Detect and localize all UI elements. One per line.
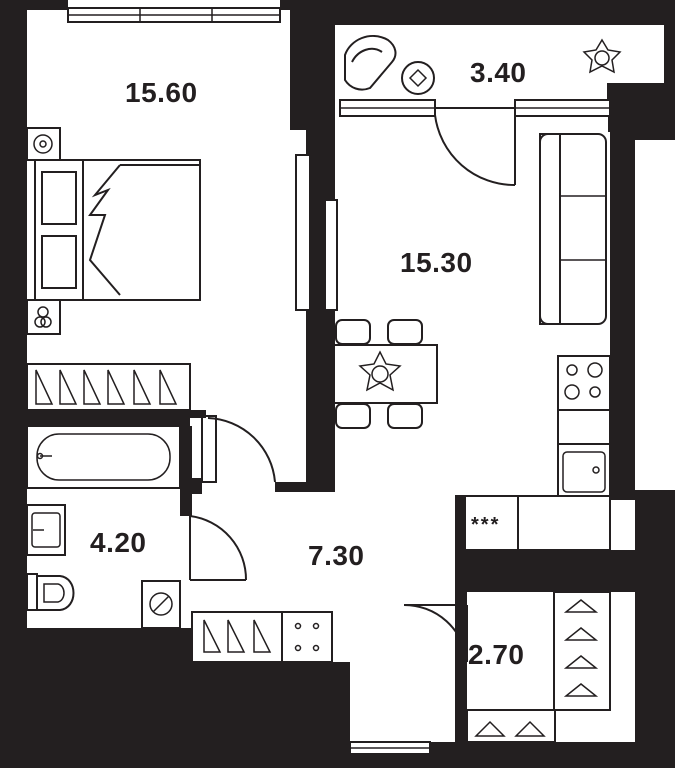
room-area-hallway: 7.30 [308,540,365,571]
washbasin-icon [26,504,66,556]
room-area-wardrobe: 2.70 [468,639,525,670]
storage-cabinet [464,495,611,551]
bathroom-door [189,515,248,581]
bathroom: 4.20 [26,425,248,629]
plant-icon [26,127,61,161]
living-kitchen: 15.30 [324,133,611,551]
stove-icon [564,362,603,400]
toilet-icon [26,573,75,611]
hanger-rack-bottom-icon [466,709,556,743]
wardrobe-door [403,603,468,663]
windows [67,7,666,755]
bedroom: 15.60 [26,77,201,411]
balcony: 3.40 [344,35,622,187]
storage-mark: *** [471,514,500,536]
kitchen-counter [557,355,611,497]
room-area-bathroom: 4.20 [90,527,147,558]
sink-icon [562,451,606,493]
bathtub-icon [26,425,181,489]
dining-table-icon [324,319,438,429]
lamp-icon [26,299,61,335]
bed-icon [34,159,201,301]
sofa-icon [539,133,607,325]
flower-icon [582,38,622,74]
closet-icon [26,363,191,411]
hallway-closet-icon [191,611,333,663]
hallway: 7.30 [191,540,365,663]
bedroom-door [201,415,276,483]
room-area-living-kitchen: 15.30 [400,247,473,278]
room-area-balcony: 3.40 [470,57,527,88]
shoes-icon [294,622,320,652]
room-area-bedroom: 15.60 [125,77,198,108]
wardrobe-room: 2.70 [403,591,611,743]
washing-machine-icon [141,580,181,629]
armchair-icon [344,35,397,91]
balcony-door [434,107,516,187]
side-table-icon [401,61,435,95]
hanger-rack-icon [553,591,611,711]
